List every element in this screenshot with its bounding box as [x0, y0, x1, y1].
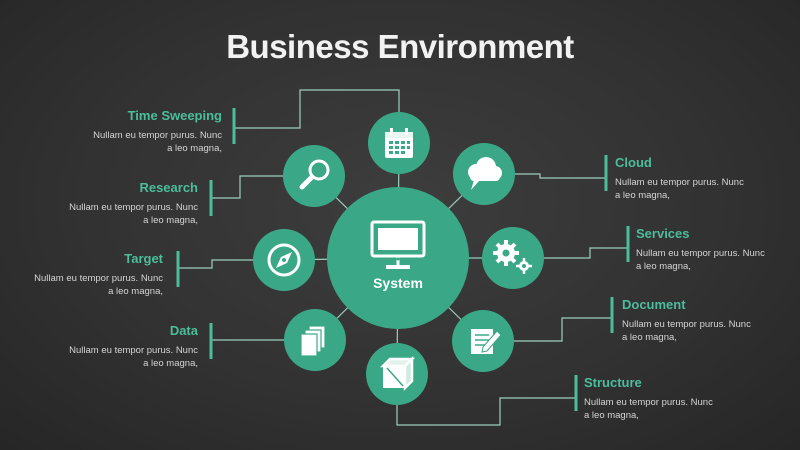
label-target: Target Nullam eu tempor purus. Nunc a leo…: [0, 251, 163, 298]
accent-bar-time-sweeping: [232, 108, 236, 144]
accent-bar-target: [176, 251, 180, 287]
cloud-icon: [468, 157, 502, 190]
label-structure: Structure Nullam eu tempor purus. Nunc a …: [584, 375, 774, 422]
label-title: Target: [124, 251, 163, 266]
label-services: Services Nullam eu tempor purus. Nunc a l…: [636, 226, 800, 273]
label-time-sweeping: Time Sweeping Nullam eu tempor purus. Nu…: [32, 108, 222, 155]
label-text: a leo magna,: [615, 190, 670, 201]
label-text: Nullam eu tempor purus. Nunc: [584, 397, 713, 408]
node-time-sweeping: [368, 112, 430, 174]
label-title: Services: [636, 226, 690, 241]
label-text: a leo magna,: [143, 358, 198, 369]
compass-icon: [267, 243, 301, 277]
node-research: [283, 145, 345, 207]
accent-bar-data: [209, 323, 213, 359]
label-text: Nullam eu tempor purus. Nunc: [93, 130, 222, 141]
label-text: a leo magna,: [622, 332, 677, 343]
label-cloud: Cloud Nullam eu tempor purus. Nunc a leo …: [615, 155, 800, 202]
label-text: Nullam eu tempor purus. Nunc: [622, 319, 751, 330]
label-text: a leo magna,: [143, 215, 198, 226]
label-document: Document Nullam eu tempor purus. Nunc a l…: [622, 297, 800, 344]
connector-research: [211, 175, 283, 199]
label-title: Structure: [584, 375, 642, 390]
node-target: [253, 229, 315, 291]
label-title: Cloud: [615, 155, 652, 170]
label-data: Data Nullam eu tempor purus. Nunc a leo m…: [8, 323, 198, 370]
center-node: System: [327, 187, 469, 329]
node-structure: [366, 343, 428, 405]
connectors: [176, 89, 630, 426]
label-title: Document: [622, 297, 686, 312]
magnifier-icon: [299, 159, 330, 190]
accent-bar-research: [209, 180, 213, 216]
center-label: System: [373, 275, 423, 291]
label-title: Time Sweeping: [127, 108, 222, 123]
connector-document: [514, 317, 612, 342]
accent-bar-services: [626, 226, 630, 262]
box-icon: [379, 355, 416, 392]
gears-icon: [493, 240, 532, 274]
accent-bar-cloud: [604, 155, 608, 191]
slide-title: Business Environment: [226, 28, 574, 65]
node-cloud: [453, 143, 515, 205]
document-icon: [471, 329, 502, 354]
label-text: Nullam eu tempor purus. Nunc: [636, 248, 765, 259]
connector-services: [544, 247, 628, 259]
label-title: Data: [169, 323, 198, 338]
label-text: a leo magna,: [167, 143, 222, 154]
label-research: Research Nullam eu tempor purus. Nunc a l…: [8, 180, 198, 227]
connector-cloud: [515, 173, 606, 179]
monitor-icon: [370, 220, 426, 269]
node-data: [284, 309, 346, 371]
label-title: Research: [139, 180, 198, 195]
node-document: [452, 310, 514, 372]
connector-structure: [396, 397, 576, 426]
accent-bar-structure: [574, 375, 578, 411]
label-text: a leo magna,: [636, 261, 691, 272]
label-text: a leo magna,: [108, 286, 163, 297]
label-text: Nullam eu tempor purus. Nunc: [69, 202, 198, 213]
connector-time-sweeping: [234, 89, 400, 129]
label-text: Nullam eu tempor purus. Nunc: [34, 273, 163, 284]
files-icon: [300, 325, 326, 357]
calendar-icon: [385, 128, 413, 158]
label-text: Nullam eu tempor purus. Nunc: [615, 177, 744, 188]
accent-bar-document: [610, 297, 614, 333]
label-text: a leo magna,: [584, 410, 639, 421]
label-text: Nullam eu tempor purus. Nunc: [69, 345, 198, 356]
connector-target: [178, 259, 253, 269]
node-services: [482, 227, 544, 289]
